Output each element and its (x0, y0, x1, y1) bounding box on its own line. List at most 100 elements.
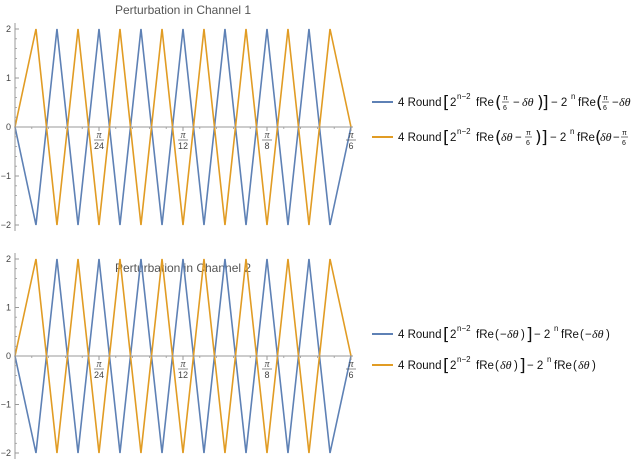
legend-label: 4 Round (398, 329, 441, 341)
legend-tail-fn: fRe (554, 360, 572, 372)
legend-tail: − 2 (550, 132, 566, 144)
right-paren: ) (537, 93, 544, 113)
x-tick-label-den: 24 (94, 141, 104, 151)
series-line-1 (14, 258, 352, 454)
svg-text:]: ] (541, 128, 548, 148)
delta-theta: δθ (507, 327, 519, 341)
svg-text:(: ( (580, 329, 584, 341)
legend-tail-fn: fRe (577, 132, 595, 144)
legend-label: 4 Round (398, 97, 441, 109)
x-tick-label-den: 24 (94, 370, 104, 380)
delta-theta: δθ (500, 358, 512, 372)
svg-text:): ) (592, 360, 596, 372)
x-tick-label-num: π (96, 130, 102, 141)
legend-entry-ch1-series1: 4 Round [ 2 n−2 fRe ( π 6 − δθ ) ] − 2 n… (372, 92, 631, 113)
y-tick-label: −1 (1, 171, 11, 181)
delta-theta: δθ (592, 327, 604, 341)
legend-fn: fRe (476, 329, 494, 341)
y-tick-label: −1 (1, 400, 11, 410)
delta-theta: δθ (600, 130, 612, 144)
y-tick-label: 2 (6, 24, 11, 34)
frac-num: π (503, 95, 508, 102)
svg-text:(: ( (495, 329, 499, 341)
x-tick-label-den: 8 (264, 141, 269, 151)
x-tick-label-num: π (96, 359, 102, 370)
legend-exponent-n: n (554, 324, 558, 333)
minus: − (585, 329, 592, 341)
y-tick-label: 0 (6, 351, 11, 361)
x-tick-label-den: 12 (178, 141, 188, 151)
channel-1-title: Perturbation in Channel 1 (115, 3, 251, 17)
legend-fn: fRe (476, 360, 494, 372)
series-line-2 (14, 28, 352, 226)
frac-den: 6 (603, 105, 607, 112)
frac-num: π (622, 130, 627, 137)
svg-text:): ) (521, 329, 525, 341)
channel-1-legend: 4 Round [ 2 n−2 fRe ( π 6 − δθ ) ] − 2 n… (372, 92, 631, 148)
left-paren: ( (495, 93, 502, 113)
legend-tail: − 2 (527, 360, 543, 372)
x-tick-label-den: 6 (348, 141, 353, 151)
legend-base: 2 (450, 360, 456, 372)
x-tick-label-num: π (180, 359, 186, 370)
legend-exponent-n: n (547, 355, 551, 364)
svg-text:[: [ (443, 356, 450, 376)
svg-text:]: ] (526, 325, 533, 345)
frac-den: 6 (526, 140, 530, 147)
x-tick-label-num: π (180, 130, 186, 141)
legend-base: 2 (450, 132, 456, 144)
svg-text:): ) (514, 360, 518, 372)
channel-2-legend: 4 Round [ 2 n−2 fRe ( − δθ ) ] − 2 n fRe… (372, 324, 610, 376)
channel-2-title: Perturbation in Channel 2 (115, 261, 251, 275)
legend-entry-ch2-series2: 4 Round [ 2 n−2 fRe ( δθ ) ] − 2 n fRe (… (372, 355, 596, 376)
legend-entry-ch2-series1: 4 Round [ 2 n−2 fRe ( − δθ ) ] − 2 n fRe… (372, 324, 610, 345)
minus: − (613, 132, 620, 144)
svg-text:(: ( (595, 128, 602, 148)
legend-exponent: n−2 (457, 355, 471, 364)
legend-tail-fn: fRe (561, 329, 579, 341)
minus: − (515, 132, 522, 144)
x-tick-label-num: π (264, 359, 270, 370)
minus: − (612, 97, 619, 109)
x-tick-label-num: π (348, 130, 354, 141)
legend-base: 2 (450, 329, 456, 341)
legend-base: 2 (450, 97, 456, 109)
y-tick-label: −2 (1, 448, 11, 458)
svg-text:(: ( (596, 93, 603, 113)
svg-text:(: ( (495, 360, 499, 372)
channel-2-plot: Perturbation in Channel 2 210−1−2π24π12π… (1, 253, 356, 459)
legend-fn: fRe (476, 132, 494, 144)
x-tick-label-num: π (348, 359, 354, 370)
legend-label: 4 Round (398, 132, 441, 144)
minus: − (500, 329, 507, 341)
series-line-2 (14, 258, 352, 454)
legend-exponent-n: n (571, 92, 575, 101)
delta-theta: δθ (619, 95, 631, 109)
series-line-1 (14, 28, 352, 226)
legend-entry-ch1-series2: 4 Round [ 2 n−2 fRe ( δθ − π 6 ) ] − 2 n… (372, 127, 628, 148)
svg-text:[: [ (443, 325, 450, 345)
legend-exponent-n: n (570, 127, 574, 136)
delta-theta: δθ (522, 95, 534, 109)
x-tick-label-num: π (264, 130, 270, 141)
y-tick-label: 1 (6, 303, 11, 313)
frac-num: π (603, 95, 608, 102)
legend-label: 4 Round (398, 360, 441, 372)
channel-1-plot: Perturbation in Channel 1 210−1−2π24π12π… (1, 3, 356, 231)
legend-tail-fn: fRe (578, 97, 596, 109)
frac-den: 6 (503, 105, 507, 112)
y-tick-label: 2 (6, 254, 11, 264)
legend-fn: fRe (476, 97, 494, 109)
y-tick-label: −2 (1, 220, 11, 230)
delta-theta: δθ (501, 130, 513, 144)
legend-tail: − 2 (551, 97, 567, 109)
frac-den: 6 (622, 140, 626, 147)
left-bracket: [ (443, 93, 450, 113)
legend-exponent: n−2 (457, 92, 471, 101)
svg-text:(: ( (495, 128, 502, 148)
legend-exponent: n−2 (457, 324, 471, 333)
delta-theta: δθ (578, 358, 590, 372)
legend-exponent: n−2 (457, 127, 471, 136)
svg-text:]: ] (519, 356, 526, 376)
